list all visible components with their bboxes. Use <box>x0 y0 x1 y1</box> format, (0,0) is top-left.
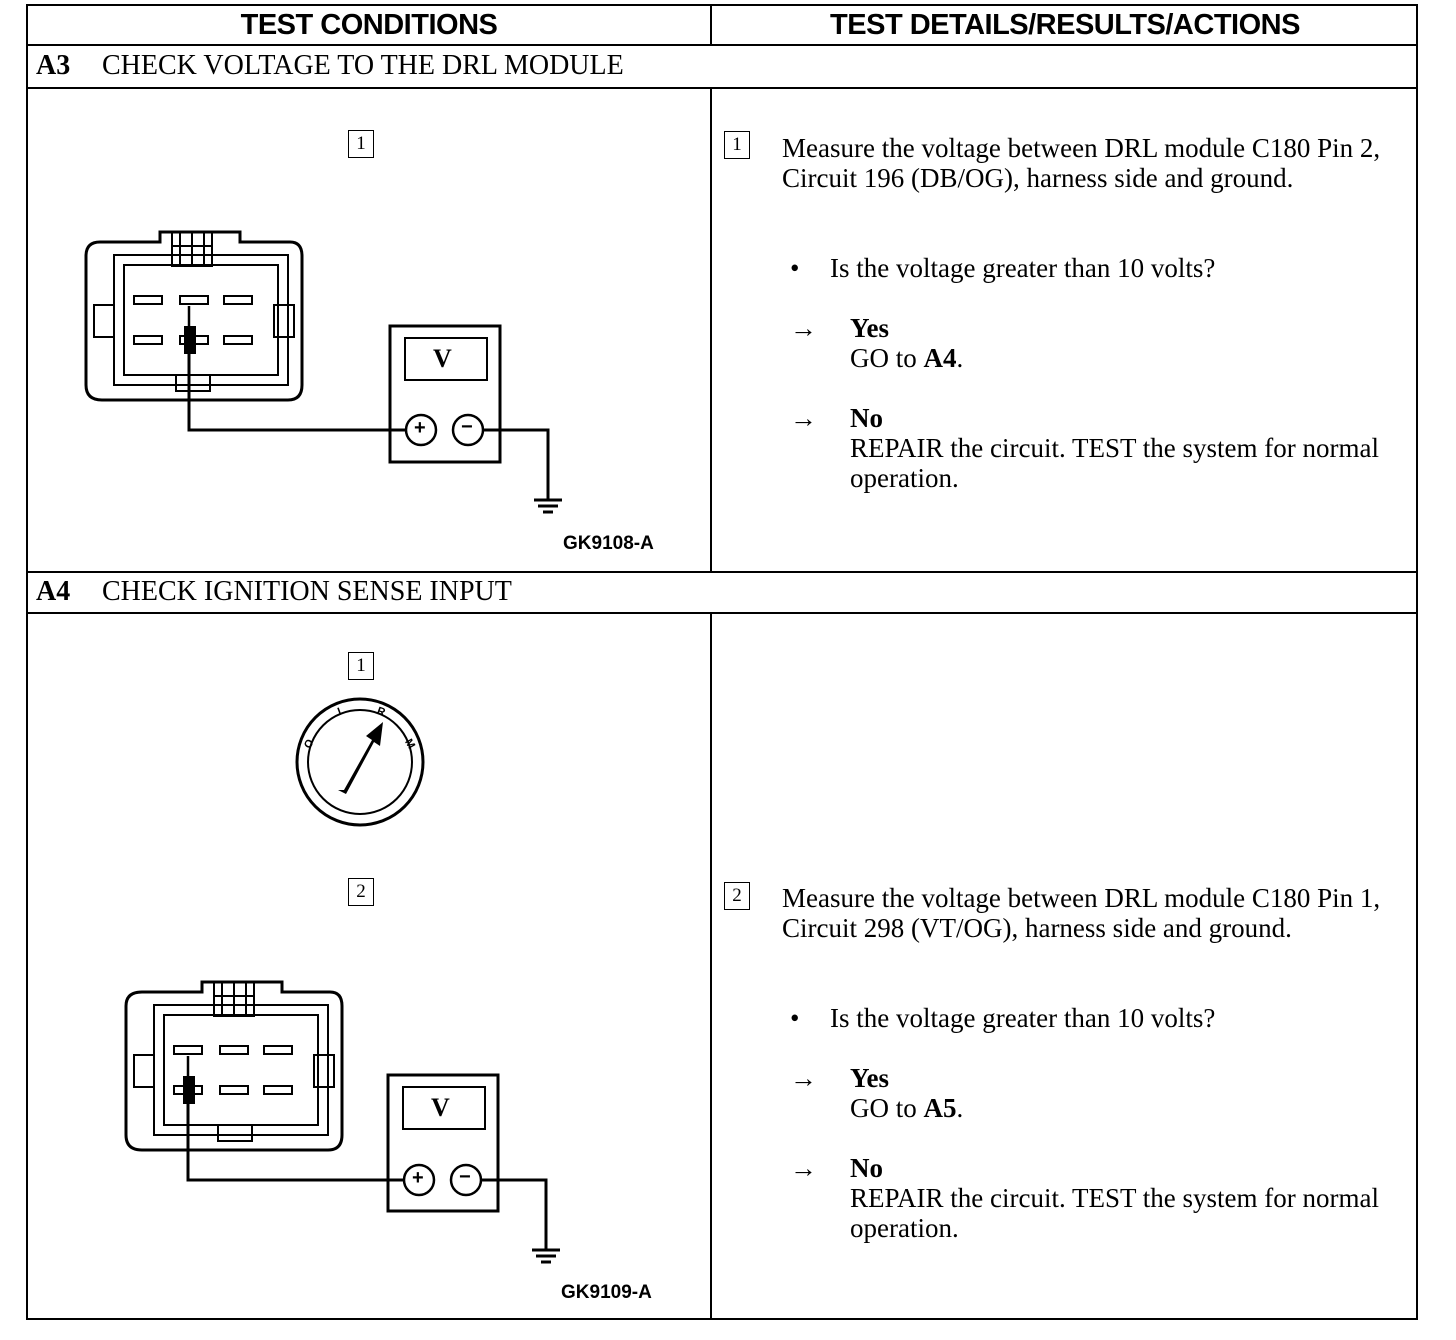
row-divider <box>26 612 1418 614</box>
bullet-glyph: • <box>790 253 800 283</box>
question-text: Is the voltage greater than 10 volts? <box>830 1003 1216 1033</box>
arrow-glyph: → <box>790 1063 817 1093</box>
header-test-details: TEST DETAILS/RESULTS/ACTIONS <box>830 9 1300 41</box>
figure-label: GK9109-A <box>561 1282 652 1303</box>
yes-result: Yes GO to A4. <box>850 313 964 373</box>
column-divider <box>710 88 712 572</box>
yes-label: Yes <box>850 313 889 343</box>
row-divider <box>26 44 1418 46</box>
meter-minus-terminal: − <box>461 416 473 438</box>
meter-plus-terminal: + <box>414 417 426 439</box>
yes-action-prefix: GO to <box>850 1093 924 1123</box>
section-a3-heading: A3 CHECK VOLTAGE TO THE DRL MODULE <box>36 46 624 86</box>
question-text: Is the voltage greater than 10 volts? <box>830 253 1216 283</box>
yes-action-prefix: GO to <box>850 343 924 373</box>
no-action: REPAIR the circuit. TEST the system for … <box>850 1183 1379 1243</box>
arrow-glyph: → <box>790 313 817 343</box>
section-id: A3 <box>36 50 71 81</box>
yes-label: Yes <box>850 1063 889 1093</box>
no-result: No REPAIR the circuit. TEST the system f… <box>850 403 1410 493</box>
step-number-box: 2 <box>348 878 374 906</box>
procedure-table <box>26 4 1418 1320</box>
question-line: • Is the voltage greater than 10 volts? <box>790 1003 1215 1033</box>
row-divider <box>26 571 1418 573</box>
row-divider <box>26 87 1418 89</box>
column-divider <box>710 612 712 1320</box>
step-number-box: 2 <box>724 882 750 910</box>
no-result: No REPAIR the circuit. TEST the system f… <box>850 1153 1410 1243</box>
arrow-glyph: → <box>790 403 817 433</box>
step-instruction: Measure the voltage between DRL module C… <box>782 883 1381 943</box>
meter-display-label: V <box>433 344 452 373</box>
section-title: CHECK VOLTAGE TO THE DRL MODULE <box>102 50 624 81</box>
question-line: • Is the voltage greater than 10 volts? <box>790 253 1215 283</box>
yes-target: A4 <box>923 343 957 373</box>
step-instruction: Measure the voltage between DRL module C… <box>782 133 1381 193</box>
yes-target: A5 <box>923 1093 957 1123</box>
no-action: REPAIR the circuit. TEST the system for … <box>850 433 1379 493</box>
no-label: No <box>850 1153 883 1183</box>
yes-result: Yes GO to A5. <box>850 1063 964 1123</box>
arrow-glyph: → <box>790 1153 817 1183</box>
figure-label: GK9108-A <box>563 533 654 554</box>
step-number-box: 1 <box>724 131 750 159</box>
step-number-box: 1 <box>348 652 374 680</box>
meter-plus-terminal: + <box>412 1167 424 1189</box>
section-a4-heading: A4 CHECK IGNITION SENSE INPUT <box>36 572 512 612</box>
column-divider <box>710 4 712 46</box>
step-number-box: 1 <box>348 130 374 158</box>
no-label: No <box>850 403 883 433</box>
section-title: CHECK IGNITION SENSE INPUT <box>102 576 512 607</box>
section-id: A4 <box>36 576 71 607</box>
meter-minus-terminal: − <box>459 1166 471 1188</box>
bullet-glyph: • <box>790 1003 800 1033</box>
meter-display-label: V <box>431 1093 450 1122</box>
header-test-conditions: TEST CONDITIONS <box>240 9 498 41</box>
